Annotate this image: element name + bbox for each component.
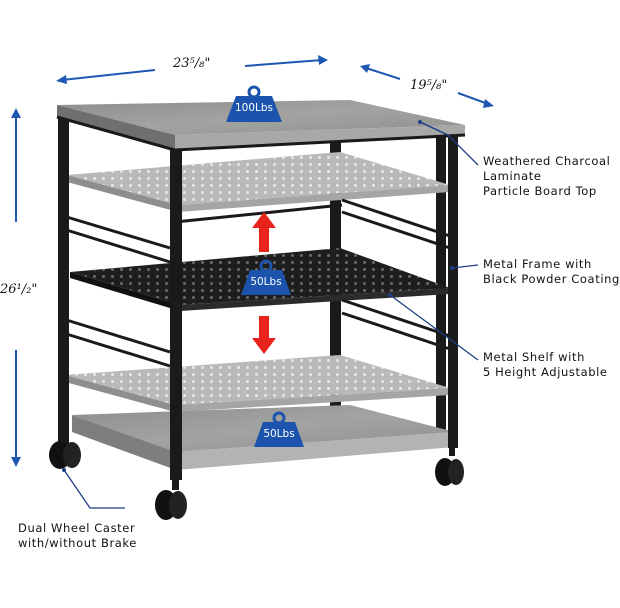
callout-caster: Dual Wheel Caster with/without Brake [18,521,137,551]
callout-caster-line-2: with/without Brake [18,536,137,550]
callout-shelf: Metal Shelf with 5 Height Adjustable [483,350,608,380]
callout-top-line-2: Laminate [483,169,542,183]
callout-shelf-line-1: Metal Shelf with [483,350,585,364]
weight-label-bottom: 50Lbs [263,428,295,440]
callout-shelf-line-2: 5 Height Adjustable [483,365,608,379]
depth-dimension-label: 19⁵/₈" [410,78,448,93]
width-dimension-label: 23⁵/₈" [173,56,211,71]
callout-top-line-3: Particle Board Top [483,184,597,198]
weight-badge-middle-icon [241,259,291,295]
front-legs [58,115,458,480]
caster-wheels [49,438,464,520]
upper-metal-shelf [67,152,450,212]
width-dimension-arrow [56,55,328,84]
callout-frame-line-2: Black Powder Coating [483,272,620,286]
height-dimension-label: 26¹/₂" [0,282,38,297]
weight-badge-top-icon [226,85,282,122]
depth-dimension-arrow [360,64,494,108]
callout-top-line-1: Weathered Charcoal [483,154,611,168]
side-rails [59,198,451,368]
callout-frame: Metal Frame with Black Powder Coating [483,257,620,287]
callout-lines [63,121,479,509]
callout-caster-line-1: Dual Wheel Caster [18,521,136,535]
lower-metal-shelf [65,355,450,412]
weight-label-middle: 50Lbs [250,276,282,288]
callout-dots [62,120,454,472]
height-dimension-arrow [11,108,21,467]
weight-label-top: 100Lbs [234,102,274,114]
callout-frame-line-1: Metal Frame with [483,257,592,271]
callout-top-board: Weathered Charcoal Laminate Particle Boa… [483,154,610,199]
red-up-arrow-icon [252,212,276,252]
weight-badge-bottom-icon [254,411,304,447]
red-down-arrow-icon [252,316,276,354]
